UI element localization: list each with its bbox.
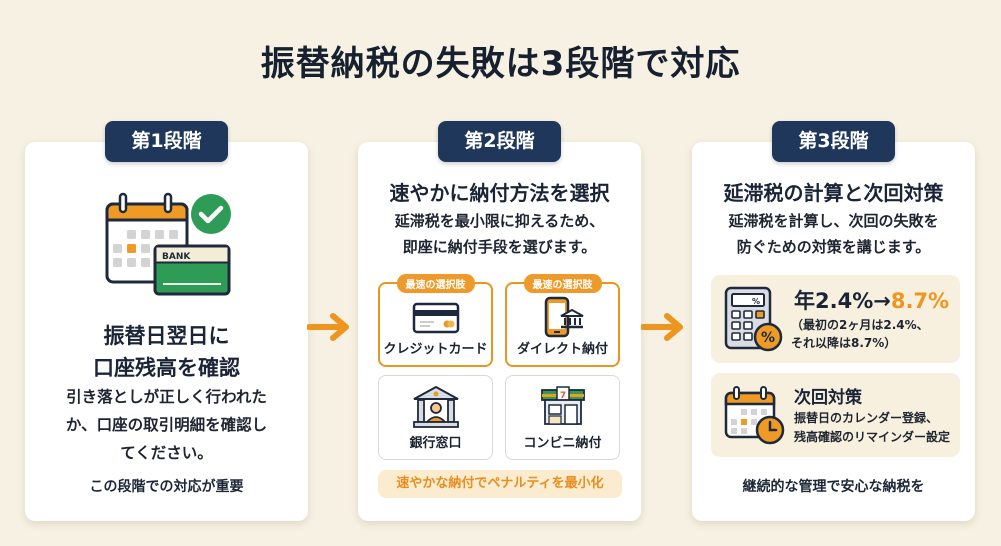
late-tax-rate-box: % % 年2.4%→8.7% （最初の2ヶ月は2.4%、 それ以降は8.7%）	[711, 275, 960, 363]
stage-1-body-line-3: てください。	[120, 444, 213, 462]
payment-option-credit-card[interactable]: 最速の選択肢 クレジットカード	[378, 274, 493, 367]
next-measures-line-1: 振替日のカレンダー登録、	[794, 411, 939, 425]
stage-3-body-line-1: 延滞税を計算し、次回の失敗を	[728, 212, 939, 230]
fastest-tag: 最速の選択肢	[523, 274, 602, 293]
stage-3-body-line-2: 防ぐための対策を講じます。	[736, 238, 931, 256]
bank-teller-icon	[412, 385, 459, 428]
stage-1-card: BANK 振替日翌日に 口座残高を確認 引き落としが正しく行われた か、口座の取…	[25, 142, 308, 521]
calculator-percent-icon: % %	[724, 286, 783, 352]
payment-option-direct[interactable]: 最速の選択肢 ダイレクト納付	[505, 274, 620, 367]
option-label: 銀行窓口	[409, 436, 462, 451]
calendar-clock-icon	[724, 386, 785, 445]
option-label: ダイレクト納付	[516, 342, 608, 357]
payment-option-bank-teller[interactable]: 銀行窓口	[378, 375, 493, 460]
stage-2-body-line-1: 延滞税を最小限に抑えるため、	[394, 212, 605, 230]
bank-label: BANK	[162, 252, 191, 262]
rate-after: 8.7%	[890, 289, 950, 313]
next-measures-title: 次回対策	[794, 388, 862, 408]
stage-2-body-line-2: 即座に納付手段を選びます。	[402, 238, 597, 256]
stage-3-footer: 継続的な管理で安心な納税を	[742, 479, 925, 495]
stage-1-badge: 第1段階	[105, 121, 228, 162]
stage-3-badge: 第3段階	[772, 121, 895, 162]
svg-text:%: %	[752, 297, 760, 306]
stage-1-footer: この段階での対応が重要	[89, 479, 244, 495]
stage-2-heading: 速やかに納付方法を選択	[389, 181, 610, 205]
svg-text:%: %	[761, 330, 775, 346]
option-label: クレジットカード	[383, 342, 488, 357]
stage-2-badge: 第2段階	[438, 121, 561, 162]
arrow-right-icon	[307, 313, 349, 341]
stage-2-footer: 速やかな納付でペナルティを最小化	[378, 470, 622, 498]
next-measures-line-2: 残高確認のリマインダー設定	[794, 430, 951, 444]
stage-3-heading: 延滞税の計算と次回対策	[723, 181, 944, 205]
stage-1-heading-line-1: 振替日翌日に	[103, 324, 230, 348]
option-label: コンビニ納付	[523, 436, 602, 451]
arrow-right-icon	[641, 313, 683, 341]
next-measures-box: 次回対策 振替日のカレンダー登録、 残高確認のリマインダー設定	[711, 373, 960, 457]
calendar-bank-check-icon: BANK	[105, 192, 231, 296]
svg-text:7: 7	[559, 391, 565, 401]
page-title: 振替納税の失敗は3段階で対応	[260, 44, 741, 84]
convenience-store-icon: 7	[540, 386, 585, 425]
stage-3-card: 延滞税の計算と次回対策 延滞税を計算し、次回の失敗を 防ぐための対策を講じます。…	[692, 142, 975, 521]
fastest-tag: 最速の選択肢	[396, 274, 475, 293]
credit-card-icon	[412, 302, 459, 334]
stage-1-body-line-2: か、口座の取引明細を確認し	[65, 416, 268, 434]
stage-1-heading-line-2: 口座残高を確認	[93, 356, 240, 380]
smartphone-bank-icon	[544, 296, 583, 338]
rate-note-line-2: それ以降は8.7%）	[791, 336, 897, 350]
rate-before: 年2.4%→	[794, 289, 891, 313]
stage-1-body-line-1: 引き落としが正しく行われた	[66, 388, 267, 406]
payment-option-convenience-store[interactable]: 7 コンビニ納付	[505, 375, 620, 460]
rate-note-line-1: （最初の2ヶ月は2.4%、	[791, 318, 929, 332]
